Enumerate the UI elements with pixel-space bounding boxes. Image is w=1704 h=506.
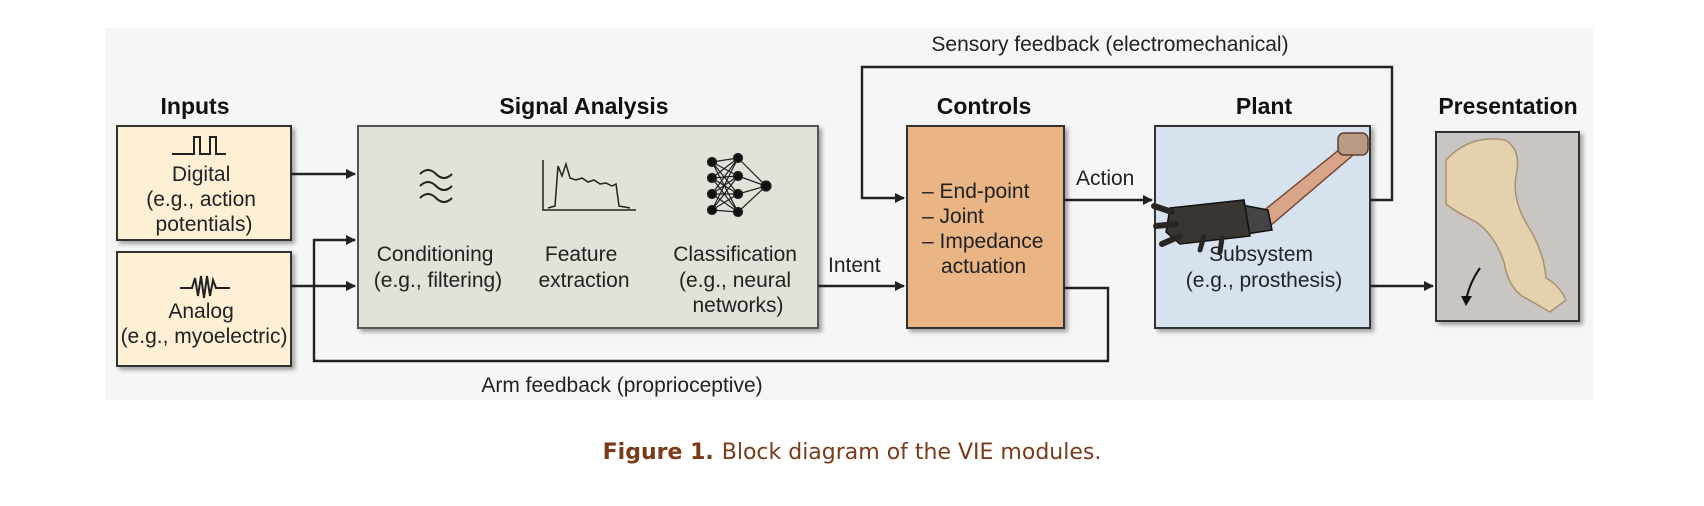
- inputs-header: Inputs: [161, 93, 230, 119]
- signal-analysis-header: Signal Analysis: [499, 93, 668, 119]
- sensory-feedback-label: Sensory feedback (electromechanical): [931, 33, 1288, 56]
- prosthesis-illustration: [1151, 132, 1369, 255]
- analog-input-box: [116, 251, 292, 367]
- sensory-feedback-line: [860, 65, 1394, 203]
- arm-feedback-line: [312, 235, 1110, 363]
- figure-caption: Figure 1. Block diagram of the VIE module…: [0, 440, 1704, 465]
- digital-input-box: [116, 125, 292, 241]
- analog-signal-icon: [180, 275, 230, 299]
- controls-header: Controls: [937, 93, 1032, 119]
- feature-plot-icon: [542, 160, 636, 211]
- filter-icon: [419, 169, 453, 203]
- caption-text: Block diagram of the VIE modules.: [721, 440, 1102, 465]
- conditioning-label: Conditioning (e.g., filtering): [374, 243, 502, 292]
- analog-label: Analog (e.g., myoelectric): [121, 300, 288, 348]
- digital-label: Digital (e.g., action potentials): [146, 163, 262, 236]
- classification-label: Classification (e.g., neural networks): [673, 243, 803, 317]
- digital-pulse-icon: [172, 136, 226, 155]
- neural-network-icon: [706, 152, 772, 218]
- intent-label: Intent: [828, 254, 881, 277]
- arm-feedback-label: Arm feedback (proprioceptive): [481, 374, 762, 397]
- plant-label: Subsystem (e.g., prosthesis): [1186, 243, 1342, 292]
- controls-box: [906, 125, 1065, 329]
- action-label: Action: [1076, 167, 1134, 190]
- plant-header: Plant: [1236, 93, 1293, 119]
- presentation-header: Presentation: [1438, 93, 1577, 119]
- feature-extraction-label: Feature extraction: [538, 243, 629, 292]
- virtual-arm-illustration: [1445, 138, 1567, 313]
- controls-list: – End-point – Joint – Impedance actuatio…: [922, 180, 1049, 278]
- caption-label: Figure 1.: [602, 440, 714, 465]
